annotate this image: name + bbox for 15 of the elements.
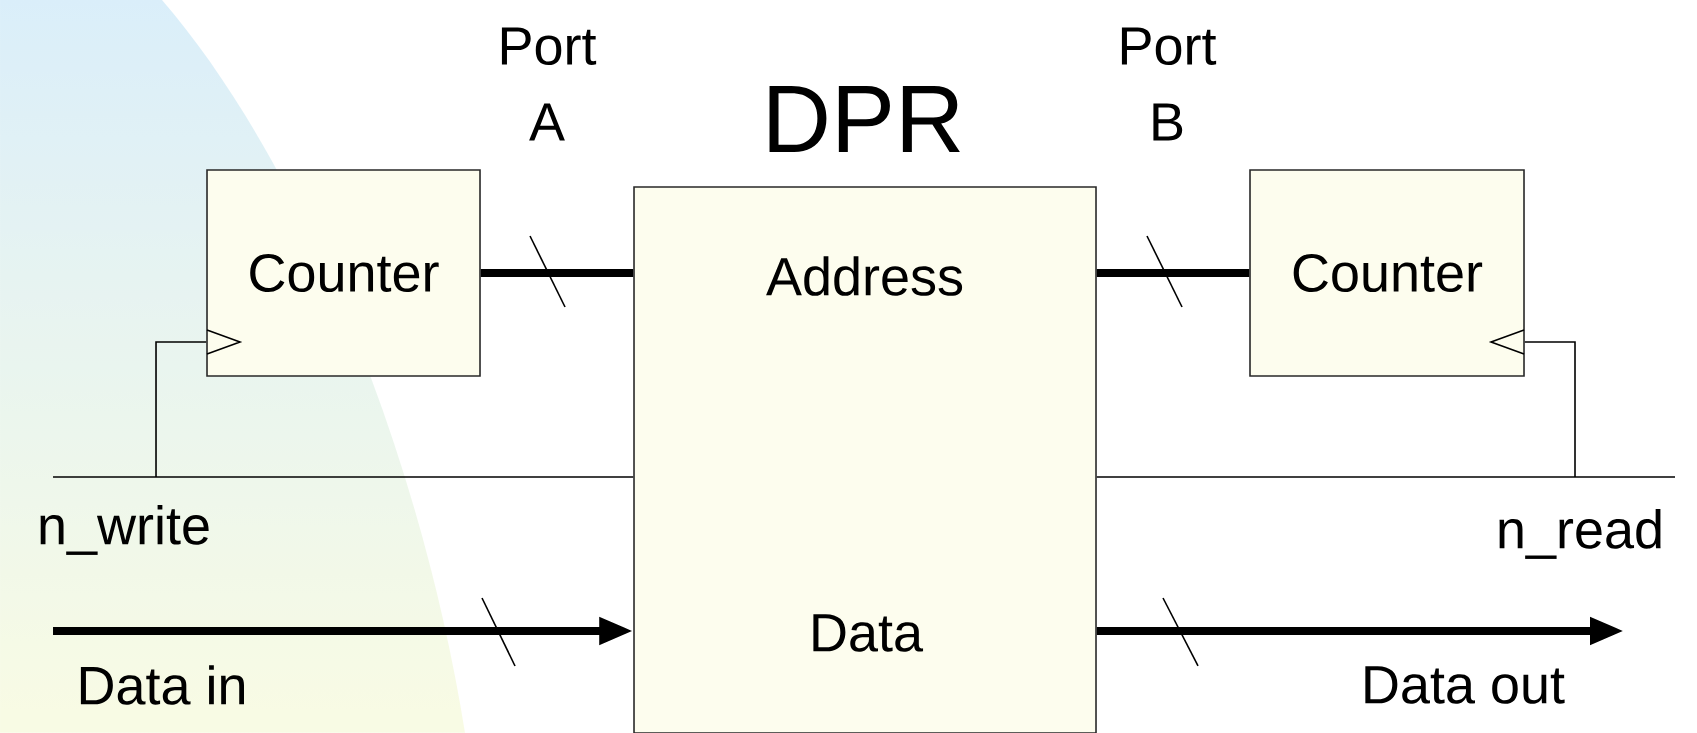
- edge-label: Data in: [80, 665, 244, 705]
- edge-label: n_write: [40, 505, 209, 555]
- block-label: Address: [766, 256, 963, 296]
- clock-arrow: [155, 329, 243, 478]
- block-label: Data: [813, 614, 924, 652]
- signal-line: [1096, 476, 1676, 478]
- port-label: Port B: [1121, 27, 1217, 141]
- block-title: DPR: [769, 85, 960, 152]
- port-label: Port A: [501, 27, 597, 141]
- edge-label: Data out: [1365, 666, 1565, 704]
- counter-box: Counter: [1249, 169, 1525, 377]
- edge-label: n_read: [1499, 509, 1661, 559]
- clock-arrow: [1488, 329, 1576, 478]
- signal-line: [52, 476, 634, 478]
- counter-box: Counter: [206, 169, 481, 377]
